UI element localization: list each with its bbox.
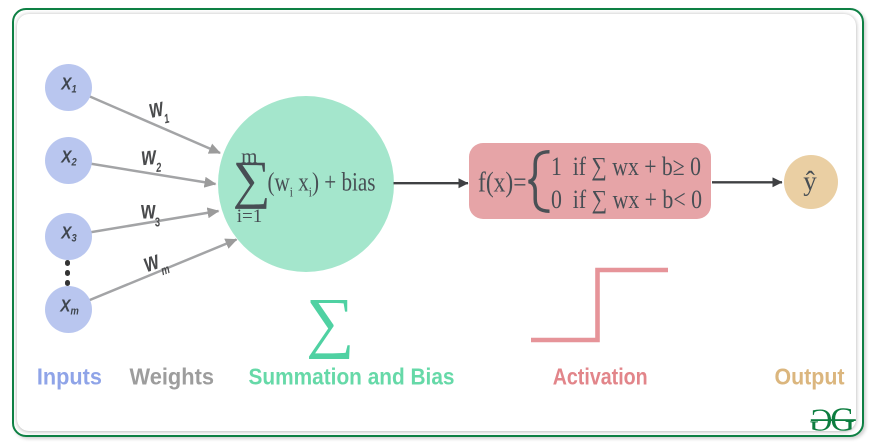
svg-text:0 if ∑ wx + b< 0: 0 if ∑ wx + b< 0 [551, 185, 702, 214]
svg-text:∑: ∑ [233, 152, 271, 210]
svg-text:Inputs: Inputs [37, 364, 102, 390]
svg-text:w2: w2 [140, 139, 163, 176]
svg-text:wm: wm [139, 242, 172, 283]
svg-text:Summation and Bias: Summation and Bias [249, 364, 455, 390]
svg-text:Weights: Weights [130, 364, 215, 390]
svg-text:∑: ∑ [306, 284, 354, 360]
svg-text:X1: X1 [60, 73, 77, 95]
svg-text:X2: X2 [60, 146, 77, 168]
svg-text:X3: X3 [60, 222, 77, 244]
svg-text:1 if ∑ wx + b≥ 0: 1 if ∑ wx + b≥ 0 [551, 152, 701, 181]
svg-text:m: m [241, 144, 257, 168]
svg-text:Output: Output [775, 364, 845, 390]
svg-text:(wi xi) + bias: (wi xi) + bias [268, 168, 376, 201]
svg-text:ŷ: ŷ [803, 166, 817, 196]
svg-text:w1: w1 [146, 91, 171, 129]
svg-text:Activation: Activation [553, 364, 648, 390]
svg-text:f(x)=: f(x)= [478, 166, 527, 198]
svg-text:i=1: i=1 [237, 206, 263, 227]
svg-text:Xm: Xm [59, 295, 78, 317]
svg-text:w3: w3 [140, 194, 160, 230]
